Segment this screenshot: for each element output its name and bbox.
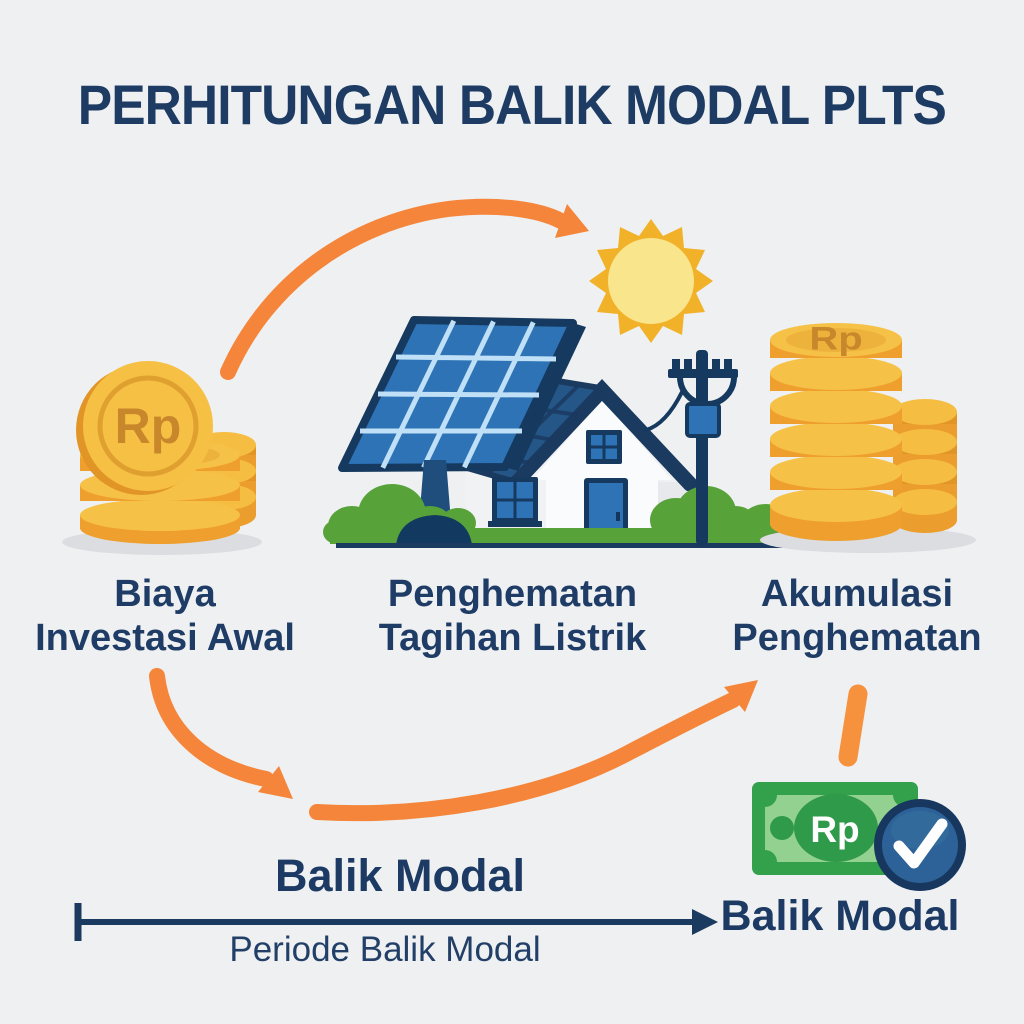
dashed-connector-icon — [838, 684, 868, 767]
coin-stacks-icon: Rp — [760, 320, 976, 553]
ground-solar-panel-icon — [338, 316, 586, 534]
rupiah-coin-stack-icon: Rp — [62, 361, 262, 555]
banknote-label: Balik Modal — [720, 892, 960, 940]
power-pole-icon — [644, 350, 738, 545]
panel-base — [396, 515, 472, 545]
coin-currency-label: Rp — [809, 320, 862, 357]
label-accumulation-line1: Akumulasi — [760, 573, 954, 615]
label-investment: Biaya Investasi Awal — [20, 572, 310, 660]
label-accumulation: Akumulasi Penghematan — [712, 572, 1002, 660]
label-savings-line2: Tagihan Listrik — [378, 617, 647, 659]
timeline-axis-label: Periode Balik Modal — [229, 930, 541, 969]
ground-line-front — [336, 543, 796, 548]
gable-window-icon — [586, 430, 622, 464]
arrow-invest-to-savings-icon — [220, 198, 589, 380]
page-title: PERHITUNGAN BALIK MODAL PLTS — [77, 73, 947, 136]
label-investment-line1: Biaya — [114, 573, 216, 615]
timeline-axis — [74, 903, 718, 941]
label-savings-line1: Penghematan — [387, 573, 638, 615]
timeline-title: Balik Modal — [274, 850, 526, 901]
checkmark-icon — [874, 799, 966, 891]
arrow-invest-down-icon — [149, 668, 293, 799]
arrow-savings-to-accum-icon — [309, 680, 758, 822]
side-window-icon — [488, 477, 542, 527]
label-savings: Penghematan Tagihan Listrik — [330, 572, 695, 660]
coin-currency-label: Rp — [115, 398, 182, 454]
sun-icon — [589, 219, 713, 343]
banknote-currency-label: Rp — [810, 809, 859, 850]
label-investment-line2: Investasi Awal — [35, 617, 295, 659]
label-accumulation-line2: Penghematan — [732, 617, 982, 659]
